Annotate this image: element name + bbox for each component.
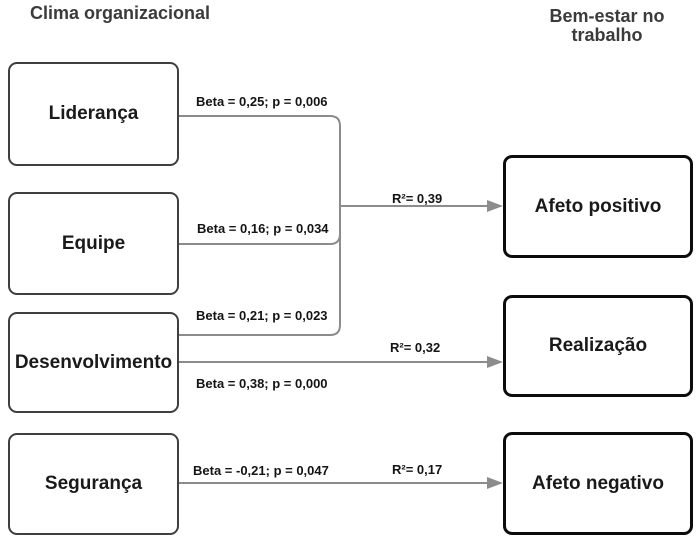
r2-label-realizacao: R²= 0,32 (390, 340, 441, 355)
right-column-title: Bem-estar no trabalho (549, 6, 665, 45)
beta-label-lideranca: Beta = 0,25; p = 0,006 (196, 94, 328, 109)
beta-label-desenvolvimento-realizacao: Beta = 0,38; p = 0,000 (196, 376, 328, 391)
node-afeto-negativo-label: Afeto negativo (532, 472, 664, 494)
left-column-title: Clima organizacional (30, 3, 211, 23)
r2-label-afeto-negativo: R²= 0,17 (392, 462, 443, 477)
node-realizacao-label: Realização (548, 335, 648, 356)
arrowhead-realizacao (487, 356, 503, 368)
node-afeto-positivo-label: Afeto positivo (534, 195, 662, 217)
edge-desenvolvimento-afeto-positivo (179, 206, 341, 336)
arrowhead-afeto-negativo (487, 477, 503, 489)
edge-lideranca-afeto-positivo (179, 115, 341, 206)
beta-label-equipe: Beta = 0,16; p = 0,034 (197, 221, 329, 236)
beta-label-desenvolvimento-afeto-positivo: Beta = 0,21; p = 0,023 (196, 308, 328, 323)
node-afeto-positivo: Afeto positivo (503, 155, 693, 258)
r2-label-afeto-positivo: R²= 0,39 (392, 191, 443, 206)
node-seguranca: Segurança (8, 433, 179, 535)
node-desenvolvimento-label: Desenvolvimento (14, 351, 173, 373)
node-realizacao: Realização (503, 295, 693, 397)
node-desenvolvimento: Desenvolvimento (8, 312, 179, 413)
node-seguranca-label: Segurança (44, 473, 143, 494)
node-lideranca: Liderança (8, 62, 179, 166)
arrowhead-afeto-positivo (487, 200, 503, 212)
node-equipe: Equipe (8, 192, 179, 295)
beta-label-seguranca: Beta = -0,21; p = 0,047 (193, 463, 329, 478)
node-afeto-negativo: Afeto negativo (503, 432, 693, 535)
node-lideranca-label: Liderança (48, 103, 139, 124)
node-equipe-label: Equipe (61, 232, 126, 254)
